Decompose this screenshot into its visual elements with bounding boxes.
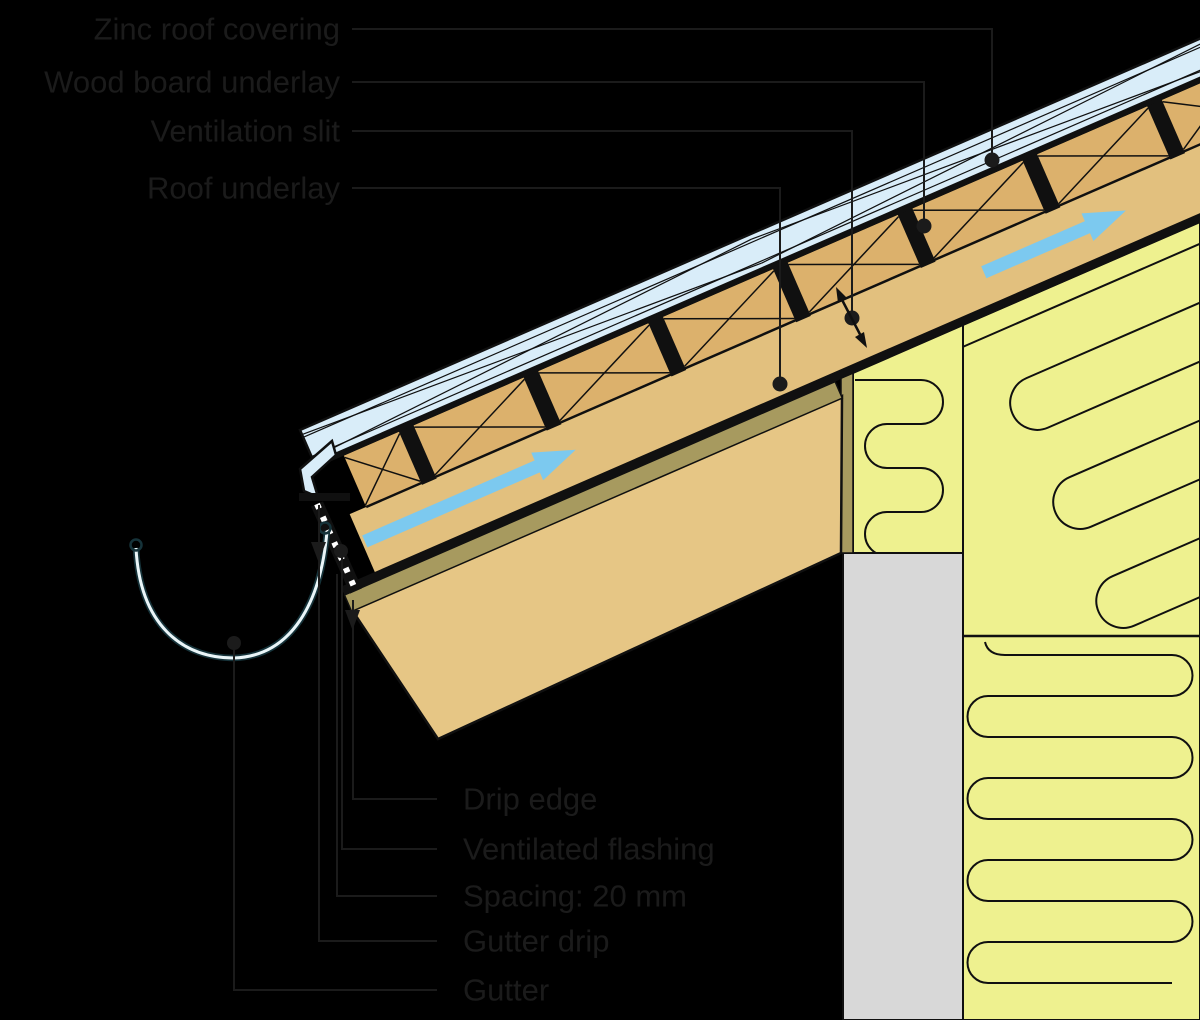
roof-underlay-layer (340, 173, 1200, 595)
dot-gutter (227, 636, 241, 650)
drip-edge-arrow-icon (345, 610, 360, 630)
leader-roof-underlay (352, 187, 781, 379)
dot-roof-underlay (772, 376, 788, 392)
roof-band (298, 25, 1200, 613)
gutter-front-bead (129, 538, 143, 552)
leader-wood-board (352, 81, 925, 221)
wall-head-insulation-hatch (855, 379, 944, 553)
leader-gutter-drip (318, 505, 437, 942)
board-cross-hatch (344, 66, 1200, 506)
ventilation-air-gap (349, 116, 1200, 572)
label-ventilation-slit: Ventilation slit (150, 114, 340, 149)
label-ventilated-flashing: Ventilated flashing (463, 832, 715, 867)
slit-dimension-arrow-icon (836, 287, 867, 348)
leader-ventilation-slit (352, 130, 853, 312)
dot-zinc (984, 152, 1000, 168)
labels-bottom: Drip edge Ventilated flashing Spacing: 2… (463, 782, 715, 1008)
flashing-perforations (314, 502, 359, 593)
leader-lines (233, 28, 993, 991)
label-gutter-drip: Gutter drip (463, 924, 609, 959)
leader-drip-edge (352, 600, 437, 800)
label-roof-underlay: Roof underlay (147, 171, 341, 206)
leader-zinc (352, 28, 993, 156)
wall-block (842, 552, 964, 1020)
zinc-seam-lines (301, 34, 1200, 459)
airflow-arrow-icon (362, 449, 576, 548)
ventilation-slits (398, 98, 1186, 485)
leader-gutter (233, 643, 437, 991)
labels-top: Zinc roof covering Wood board underlay V… (44, 12, 340, 206)
airflow-arrow-icon (981, 210, 1126, 279)
wall-insulation-hatch (966, 641, 1194, 984)
dot-ventilated-flashing (334, 544, 348, 558)
label-wood-board-underlay: Wood board underlay (44, 65, 340, 100)
label-gutter: Gutter (463, 973, 549, 1008)
label-drip-edge: Drip edge (463, 782, 597, 817)
label-zinc-roof-covering: Zinc roof covering (94, 12, 340, 47)
leader-dots (227, 152, 1000, 650)
leader-ventilated-flashing (341, 554, 437, 850)
dot-wood-board (916, 218, 932, 234)
wall-assembly (840, 220, 1200, 1020)
zinc-covering-layer (298, 25, 1200, 465)
leader-spacing (336, 574, 437, 897)
label-spacing-20mm: Spacing: 20 mm (463, 879, 687, 914)
gutter-drip-arrow-icon (311, 542, 326, 562)
sloped-insulation-hatch (963, 222, 1200, 629)
